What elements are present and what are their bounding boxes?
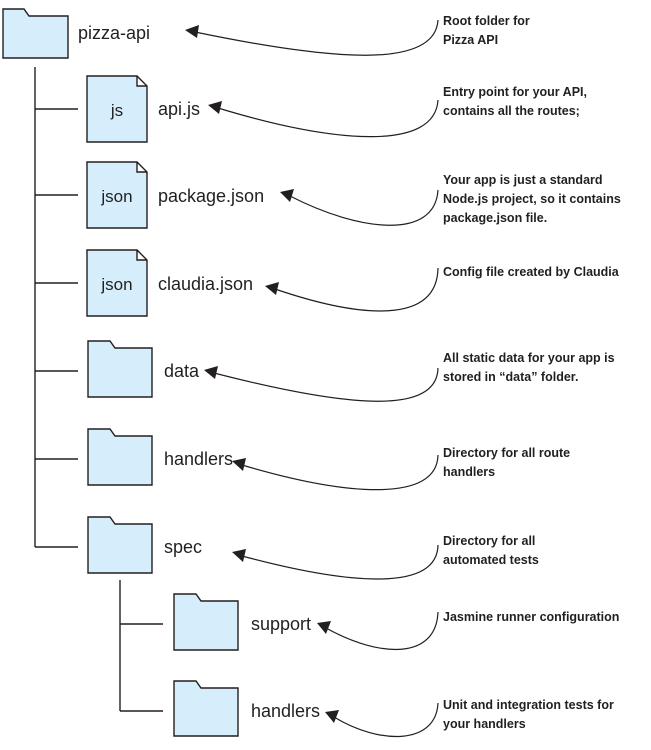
file-type-tag: json	[100, 187, 132, 206]
svg-text:automated tests: automated tests	[443, 553, 539, 567]
folder-label-spec-handlers: handlers	[251, 701, 320, 721]
file-label-api-js: api.js	[158, 99, 200, 119]
item-spec-support-folder: support	[173, 593, 311, 651]
file-icon	[86, 249, 148, 317]
svg-text:Root folder for: Root folder for	[443, 14, 530, 28]
root-folder-label: pizza-api	[78, 23, 150, 43]
folder-label-handlers: handlers	[164, 449, 233, 469]
svg-text:your handlers: your handlers	[443, 717, 526, 731]
svg-text:Directory for all: Directory for all	[443, 534, 535, 548]
folder-icon	[2, 8, 69, 59]
tree-connectors	[34, 67, 163, 712]
note-data: All static data for your app is stored i…	[443, 351, 615, 384]
svg-text:Config file created by Claudia: Config file created by Claudia	[443, 265, 620, 279]
svg-text:package.json file.: package.json file.	[443, 211, 547, 225]
note-handlers: Directory for all route handlers	[443, 446, 570, 479]
file-label-package-json: package.json	[158, 186, 264, 206]
folder-icon	[173, 680, 239, 737]
folder-label-spec: spec	[164, 537, 202, 557]
item-package-json: json package.json	[86, 161, 264, 229]
note-support: Jasmine runner configuration	[443, 610, 619, 624]
callout-arrows	[185, 19, 439, 738]
folder-icon	[87, 340, 153, 398]
note-claudia-json: Config file created by Claudia	[443, 265, 620, 279]
file-icon	[86, 75, 148, 143]
root-folder-node: pizza-api	[2, 8, 150, 59]
svg-text:Node.js project, so it contain: Node.js project, so it contains	[443, 192, 621, 206]
file-type-tag: json	[100, 275, 132, 294]
svg-text:contains all the routes;: contains all the routes;	[443, 104, 580, 118]
svg-text:handlers: handlers	[443, 465, 495, 479]
file-label-claudia-json: claudia.json	[158, 274, 253, 294]
file-icon	[86, 161, 148, 229]
svg-text:All static data for your app i: All static data for your app is	[443, 351, 615, 365]
folder-icon	[173, 593, 239, 651]
item-handlers-folder: handlers	[87, 428, 233, 486]
note-spec: Directory for all automated tests	[443, 534, 539, 567]
item-data-folder: data	[87, 340, 200, 398]
svg-text:Directory for all route: Directory for all route	[443, 446, 570, 460]
item-claudia-json: json claudia.json	[86, 249, 253, 317]
folder-icon	[87, 516, 153, 574]
svg-text:Entry point for your API,: Entry point for your API,	[443, 85, 587, 99]
note-api-js: Entry point for your API, contains all t…	[443, 85, 587, 118]
item-spec-folder: spec	[87, 516, 202, 574]
item-api-js: js api.js	[86, 75, 200, 143]
svg-text:Jasmine runner configuration: Jasmine runner configuration	[443, 610, 619, 624]
svg-text:Pizza API: Pizza API	[443, 33, 498, 47]
svg-text:stored in “data” folder.: stored in “data” folder.	[443, 370, 578, 384]
folder-label-support: support	[251, 614, 311, 634]
svg-text:Your app is just a standard: Your app is just a standard	[443, 173, 603, 187]
file-type-tag: js	[110, 101, 123, 120]
folder-label-data: data	[164, 361, 200, 381]
note-root: Root folder for Pizza API	[443, 14, 530, 47]
folder-icon	[87, 428, 153, 486]
svg-text:Unit and integration tests for: Unit and integration tests for	[443, 698, 614, 712]
item-spec-handlers-folder: handlers	[173, 680, 320, 737]
note-package-json: Your app is just a standard Node.js proj…	[443, 173, 621, 225]
note-spec-handlers: Unit and integration tests for your hand…	[443, 698, 614, 731]
